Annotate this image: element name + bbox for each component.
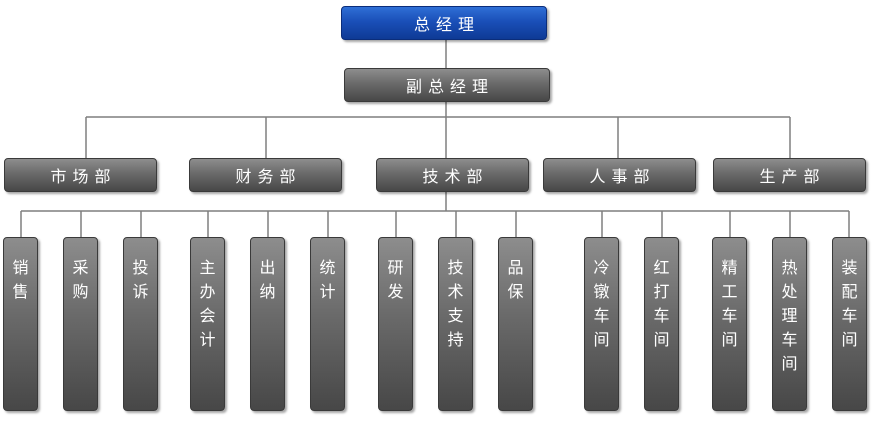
node-label: 总经理 <box>413 15 480 34</box>
node-label: 装配车间 <box>841 258 858 349</box>
node-unit-cashier: 出纳 <box>250 237 285 411</box>
node-unit-finishing-workshop: 精工车间 <box>712 237 747 411</box>
node-unit-purchasing: 采购 <box>63 237 98 411</box>
node-dept-finance: 财务部 <box>189 158 342 192</box>
node-general-manager: 总经理 <box>341 6 547 40</box>
node-unit-heat-treatment-workshop: 热处理车间 <box>772 237 807 411</box>
node-unit-statistics: 统计 <box>310 237 345 411</box>
node-label: 品保 <box>507 258 524 301</box>
node-label: 生产部 <box>759 167 826 186</box>
node-label: 市场部 <box>50 167 117 186</box>
node-unit-tech-support: 技术支持 <box>438 237 473 411</box>
node-dept-production: 生产部 <box>713 158 866 192</box>
node-dept-technology: 技术部 <box>376 158 529 192</box>
node-unit-chief-accountant: 主办会计 <box>190 237 225 411</box>
node-dept-hr: 人事部 <box>543 158 696 192</box>
node-label: 主办会计 <box>199 258 216 349</box>
node-unit-sales: 销售 <box>3 237 38 411</box>
node-label: 人事部 <box>589 167 656 186</box>
node-label: 统计 <box>319 258 336 301</box>
node-label: 热处理车间 <box>781 258 798 373</box>
node-label: 研发 <box>387 258 404 301</box>
node-dept-marketing: 市场部 <box>4 158 157 192</box>
node-unit-quality-assurance: 品保 <box>498 237 533 411</box>
node-label: 销售 <box>12 258 29 301</box>
node-label: 技术支持 <box>447 258 464 349</box>
node-unit-hot-forging-workshop: 红打车间 <box>644 237 679 411</box>
node-label: 红打车间 <box>653 258 670 349</box>
node-label: 技术部 <box>422 167 489 186</box>
node-label: 财务部 <box>235 167 302 186</box>
node-label: 冷镦车间 <box>593 258 610 349</box>
node-unit-assembly-workshop: 装配车间 <box>832 237 867 411</box>
node-label: 出纳 <box>259 258 276 301</box>
node-unit-cold-heading-workshop: 冷镦车间 <box>584 237 619 411</box>
node-label: 投诉 <box>132 258 149 301</box>
node-deputy-general-manager: 副总经理 <box>344 68 550 102</box>
node-label: 采购 <box>72 258 89 301</box>
node-label: 精工车间 <box>721 258 738 349</box>
node-unit-rnd: 研发 <box>378 237 413 411</box>
node-label: 副总经理 <box>405 77 494 96</box>
node-unit-complaints: 投诉 <box>123 237 158 411</box>
